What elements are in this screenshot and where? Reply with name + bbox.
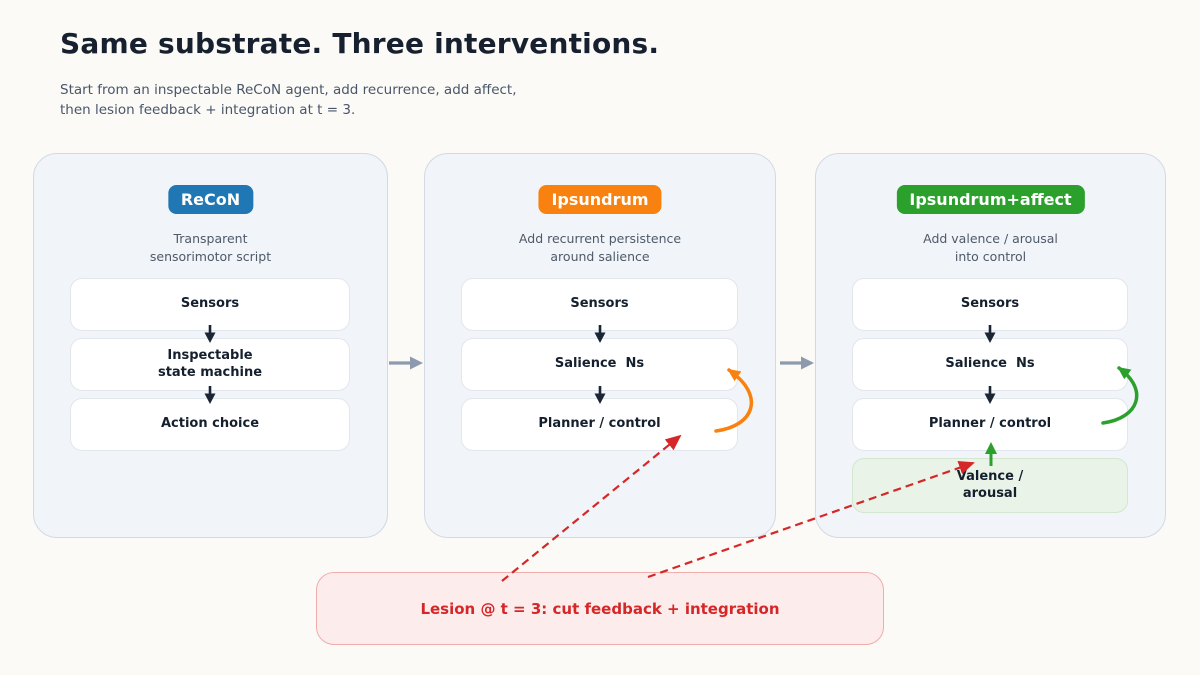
box-label: Action choice xyxy=(160,416,260,432)
panel-ipsundrum-caption: Add recurrent persistence around salienc… xyxy=(425,230,775,265)
planner-control-box: Planner / control xyxy=(461,398,738,451)
page-title: Same substrate. Three interventions. xyxy=(60,27,660,60)
lesion-annotation-box: Lesion @ t = 3: cut feedback + integrati… xyxy=(316,572,884,645)
valence-arousal-box: Valence / arousal xyxy=(852,458,1128,513)
down-arrow-icon xyxy=(984,325,996,343)
flow-arrow-icon xyxy=(389,356,423,370)
flow-arrow-icon xyxy=(780,356,814,370)
caption-line: Add valence / arousal xyxy=(923,231,1058,246)
recon-badge: ReCoN xyxy=(167,185,254,214)
caption-line: Add recurrent persistence xyxy=(518,231,682,246)
state-machine-box: Inspectable state machine xyxy=(70,338,350,391)
caption-line: Transparent xyxy=(173,231,248,246)
box-label: Inspectable xyxy=(167,348,253,364)
down-arrow-icon xyxy=(204,325,216,343)
box-label: Salience Ns xyxy=(554,356,645,372)
down-arrow-icon xyxy=(984,386,996,404)
down-arrow-icon xyxy=(594,386,605,404)
caption-line: around salience xyxy=(550,248,650,264)
sensors-box: Sensors xyxy=(70,278,350,331)
box-label: Planner / control xyxy=(538,416,661,432)
box-label: arousal xyxy=(962,485,1018,501)
panel-ipsundrum-boxes: Sensors Salience Ns Planner / control xyxy=(461,278,738,458)
lesion-label: Lesion @ t = 3: cut feedback + integrati… xyxy=(420,599,780,618)
action-choice-box: Action choice xyxy=(70,398,350,451)
box-label: Sensors xyxy=(180,296,240,312)
caption-line: into control xyxy=(954,248,1027,264)
box-label: Valence / xyxy=(956,469,1024,485)
box-label: Sensors xyxy=(570,296,629,312)
panel-recon: ReCoN Transparent sensorimotor script Se… xyxy=(33,153,388,538)
sensors-box: Sensors xyxy=(852,278,1128,331)
ipsundrum-affect-badge: Ipsundrum+affect xyxy=(896,185,1085,214)
down-arrow-icon xyxy=(594,325,605,343)
box-label: Sensors xyxy=(960,296,1020,312)
box-label: Salience Ns xyxy=(945,356,1035,372)
subtitle-line-2: then lesion feedback + integration at t … xyxy=(60,101,356,118)
box-label: Planner / control xyxy=(928,416,1052,432)
box-label: state machine xyxy=(157,364,263,380)
planner-control-box: Planner / control xyxy=(852,398,1128,451)
page-subtitle: Start from an inspectable ReCoN agent, a… xyxy=(60,81,517,120)
ipsundrum-badge: Ipsundrum xyxy=(538,185,662,214)
panel-ipsundrum-affect: Ipsundrum+affect Add valence / arousal i… xyxy=(815,153,1166,538)
sensors-box: Sensors xyxy=(461,278,738,331)
panel-ipsundrum: Ipsundrum Add recurrent persistence arou… xyxy=(424,153,776,538)
salience-box: Salience Ns xyxy=(461,338,738,391)
caption-line: sensorimotor script xyxy=(149,248,272,264)
down-arrow-icon xyxy=(204,386,216,404)
salience-box: Salience Ns xyxy=(852,338,1128,391)
panel-ipsundrum-affect-boxes: Sensors Salience Ns Planner / control Va… xyxy=(852,278,1128,520)
panel-recon-boxes: Sensors Inspectable state machine Action… xyxy=(70,278,350,458)
subtitle-line-1: Start from an inspectable ReCoN agent, a… xyxy=(60,82,517,98)
panel-recon-caption: Transparent sensorimotor script xyxy=(34,230,387,265)
panel-ipsundrum-affect-caption: Add valence / arousal into control xyxy=(816,230,1165,265)
